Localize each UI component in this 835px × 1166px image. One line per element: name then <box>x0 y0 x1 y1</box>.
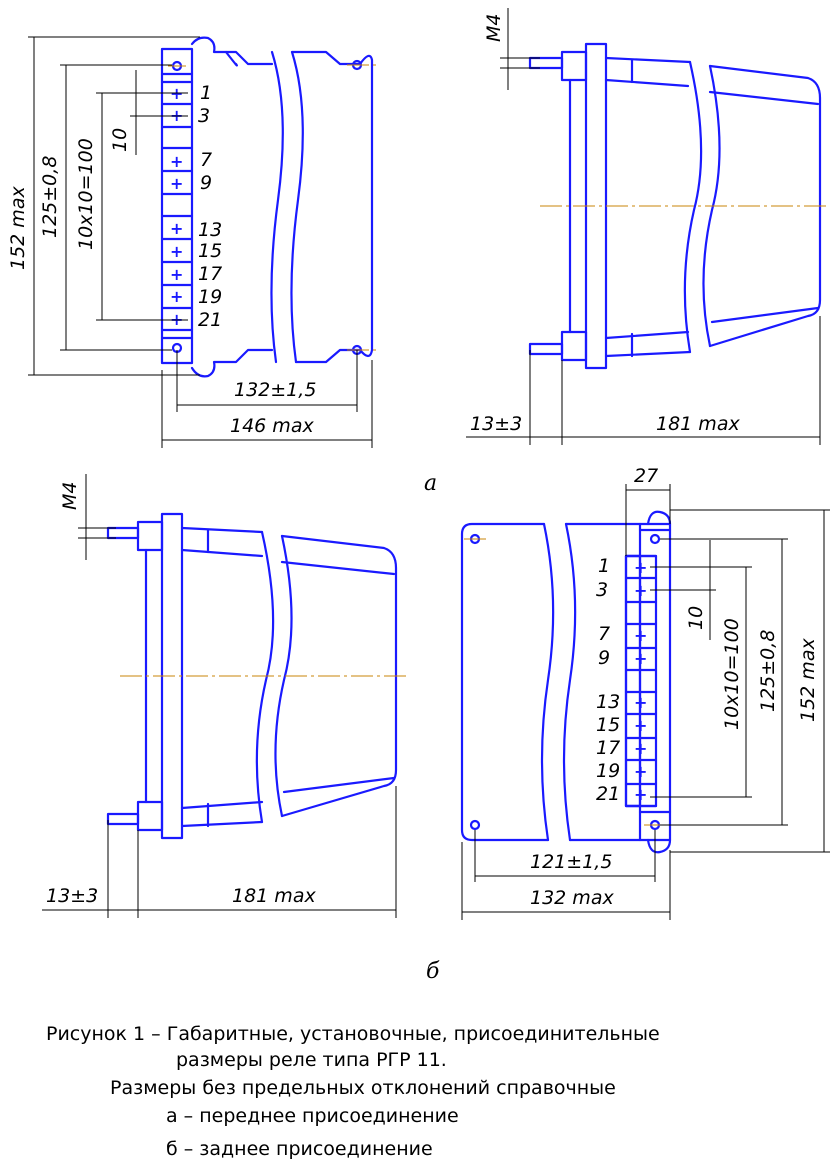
pin-label: 15 <box>198 240 222 262</box>
view-a-front: + + + + + + + + + 1 3 7 9 13 15 17 19 21 <box>7 36 376 448</box>
view-a-side: М4 13±3 181 max <box>466 8 830 445</box>
dim-stud: 13±3 <box>46 885 98 907</box>
terminal-plus: + <box>634 739 647 758</box>
terminal-plus: + <box>634 581 647 600</box>
terminal-plus: + <box>170 242 183 261</box>
pin-label: 17 <box>198 263 222 285</box>
dim-height: 152 max <box>797 638 819 722</box>
terminal-plus: + <box>634 716 647 735</box>
dimension-lines <box>461 484 830 920</box>
pin-label: 9 <box>200 172 212 194</box>
terminal-plus: + <box>634 649 647 668</box>
caption-line: а – переднее присоединение <box>166 1105 459 1127</box>
terminal-plus: + <box>170 219 183 238</box>
dimension-lines <box>28 36 373 448</box>
view-label: а <box>424 471 437 496</box>
terminal-plus: + <box>634 558 647 577</box>
view-label: б <box>426 959 440 984</box>
dim-mount-width: 121±1,5 <box>530 851 612 873</box>
caption-line: Размеры без предельных отклонений справо… <box>110 1077 616 1099</box>
pin-label: 1 <box>598 555 610 577</box>
dim-pitch-total: 10x10=100 <box>721 618 743 730</box>
thread-label: М4 <box>59 482 81 510</box>
pin-label: 19 <box>596 760 620 782</box>
thread-label: М4 <box>483 14 505 42</box>
dim-stud: 13±3 <box>470 413 522 435</box>
caption-line: Рисунок 1 – Габаритные, установочные, пр… <box>46 1023 660 1045</box>
terminal-plus: + <box>170 174 183 193</box>
dim-pitch-total: 10x10=100 <box>75 138 97 250</box>
pin-label: 3 <box>596 579 608 601</box>
terminal-plus: + <box>170 152 183 171</box>
caption-line: размеры реле типа РГР 11. <box>176 1049 447 1071</box>
view-b-side: М4 13±3 181 max <box>42 474 408 918</box>
pin-label: 1 <box>200 82 212 104</box>
terminal-plus: + <box>170 265 183 284</box>
pin-label: 7 <box>598 623 610 645</box>
dimension-lines <box>42 474 397 918</box>
pin-label: 9 <box>598 647 610 669</box>
dim-pitch: 10 <box>109 128 131 152</box>
dim-height: 152 max <box>7 186 29 270</box>
dim-mount: 125±0,8 <box>757 630 779 712</box>
pin-label: 13 <box>198 219 222 241</box>
pin-label: 21 <box>198 309 222 331</box>
terminal-plus: + <box>634 762 647 781</box>
pin-label: 13 <box>596 691 620 713</box>
dim-mount: 125±0,8 <box>39 156 61 238</box>
dim-block: 27 <box>634 465 658 487</box>
terminal-plus: + <box>634 693 647 712</box>
pin-label: 7 <box>200 149 212 171</box>
caption-line: б – заднее присоединение <box>166 1138 433 1160</box>
dim-width: 132 max <box>530 887 614 909</box>
pin-label: 19 <box>198 286 222 308</box>
dimension-lines <box>466 8 821 445</box>
dim-width: 146 max <box>230 415 314 437</box>
dim-mount-width: 132±1,5 <box>234 379 316 401</box>
view-b-rear: + + + + + + + + + 1 3 7 9 13 15 17 19 21 <box>460 465 830 920</box>
figure-caption: Рисунок 1 – Габаритные, установочные, пр… <box>46 1023 660 1160</box>
terminal-plus: + <box>634 626 647 645</box>
pin-label: 17 <box>596 737 620 759</box>
pin-label: 15 <box>596 714 620 736</box>
pin-label: 21 <box>596 783 620 805</box>
terminal-plus: + <box>634 785 647 804</box>
dim-pitch: 10 <box>685 606 707 630</box>
dim-depth: 181 max <box>232 885 316 907</box>
pin-label: 3 <box>198 105 210 127</box>
dim-depth: 181 max <box>656 413 740 435</box>
terminal-plus: + <box>170 287 183 306</box>
